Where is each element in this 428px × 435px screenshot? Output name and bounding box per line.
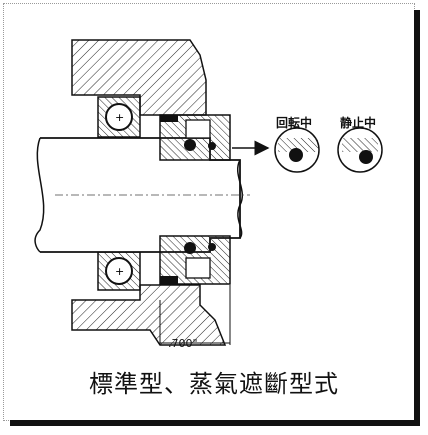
dimension-label: .700" [168,337,198,350]
shaft-break-left [34,137,45,253]
label-rotating: 回転中 [276,116,313,130]
label-stationary: 静止中 [340,116,377,130]
upper-o-ring [184,139,196,151]
detail-rotating-o-ring [289,148,303,162]
upper-bearing-ball [105,103,133,131]
shaft-break-right [237,159,243,239]
lower-o-ring [184,242,196,254]
housing-bottom [71,284,227,346]
svg-text:+: + [115,111,124,124]
svg-text:+: + [115,265,124,278]
lower-bearing-ball [105,257,133,285]
frame-shadow-right [414,10,420,426]
detail-stationary-o-ring [359,150,373,164]
figure-caption: 標準型、蒸氣遮斷型式 [89,370,339,398]
frame-shadow-bottom [10,420,420,426]
